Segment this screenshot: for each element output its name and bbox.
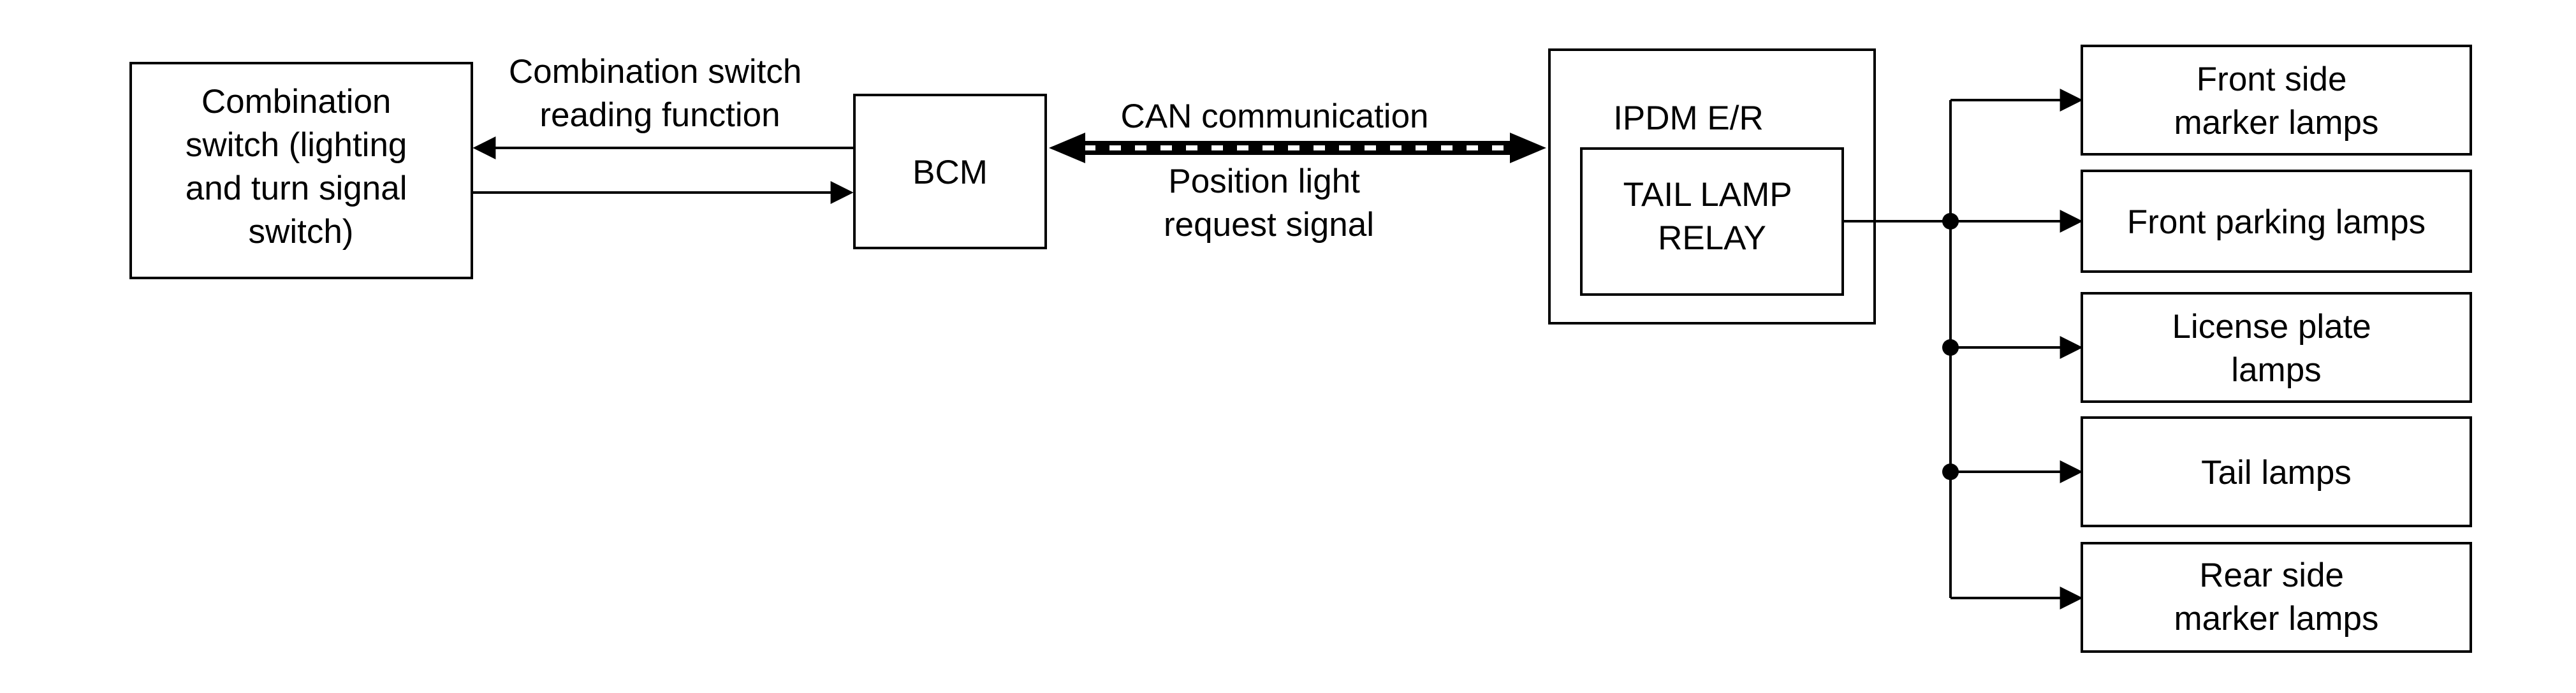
license-plate-lamps-label: License plate lamps xyxy=(2172,308,2380,389)
position-request-line-1: Position light xyxy=(1168,163,1360,200)
switch-reading-line-2: reading function xyxy=(539,96,780,134)
can-communication-label: CAN communication xyxy=(1120,98,1428,135)
junction-node xyxy=(1942,213,1959,230)
combination-switch-line-1: Combination xyxy=(201,83,392,120)
combination-switch-line-4: switch) xyxy=(249,213,354,251)
front-parking-lamps-box xyxy=(2081,170,2472,273)
rear-side-marker-lamps-label: Rear side marker lamps xyxy=(2174,557,2378,638)
relay-output-wiring xyxy=(1843,89,2083,609)
rear-side-marker-line-2: marker lamps xyxy=(2174,600,2378,638)
switch-reading-line-1: Combination switch xyxy=(509,53,802,91)
tail-lamp-relay-label: TAIL LAMP RELAY xyxy=(1623,176,1801,257)
rear-side-marker-lamps-box xyxy=(2081,542,2472,653)
combination-switch-box xyxy=(129,62,473,279)
can-arrowhead-right xyxy=(1510,133,1546,163)
bcm-box xyxy=(853,94,1047,249)
rear-side-marker-line-1: Rear side xyxy=(2199,557,2344,594)
front-side-marker-line-1: Front side xyxy=(2197,61,2347,98)
tail-lamps-label: Tail lamps xyxy=(2201,454,2352,492)
tail-lamp-relay-line-1: TAIL LAMP xyxy=(1623,176,1792,214)
junction-node xyxy=(1942,463,1959,480)
position-request-label: Position light request signal xyxy=(1164,163,1374,244)
tail-lamps-box xyxy=(2081,416,2472,527)
license-plate-line-1: License plate xyxy=(2172,308,2371,346)
position-request-line-2: request signal xyxy=(1164,206,1374,244)
tail-lamp-relay-line-2: RELAY xyxy=(1658,219,1766,257)
can-bus-line xyxy=(1049,133,1546,163)
front-side-marker-lamps-label: Front side marker lamps xyxy=(2174,61,2378,142)
ipdm-er-label: IPDM E/R xyxy=(1613,99,1764,137)
front-side-marker-lamps-box xyxy=(2081,45,2472,156)
combination-switch-line-3: and turn signal xyxy=(186,170,407,207)
can-arrowhead-left xyxy=(1049,133,1085,163)
combination-switch-line-2: switch (lighting xyxy=(186,126,407,164)
bcm-label: BCM xyxy=(912,154,988,191)
junction-node xyxy=(1942,339,1959,356)
license-plate-lamps-box xyxy=(2081,292,2472,403)
front-side-marker-line-2: marker lamps xyxy=(2174,104,2378,142)
license-plate-line-2: lamps xyxy=(2231,351,2321,389)
switch-reading-label: Combination switch reading function xyxy=(509,53,811,134)
combination-switch-label: Combination switch (lighting and turn si… xyxy=(186,83,416,251)
tail-lamp-relay-box xyxy=(1580,147,1844,296)
front-parking-lamps-label: Front parking lamps xyxy=(2127,203,2426,241)
